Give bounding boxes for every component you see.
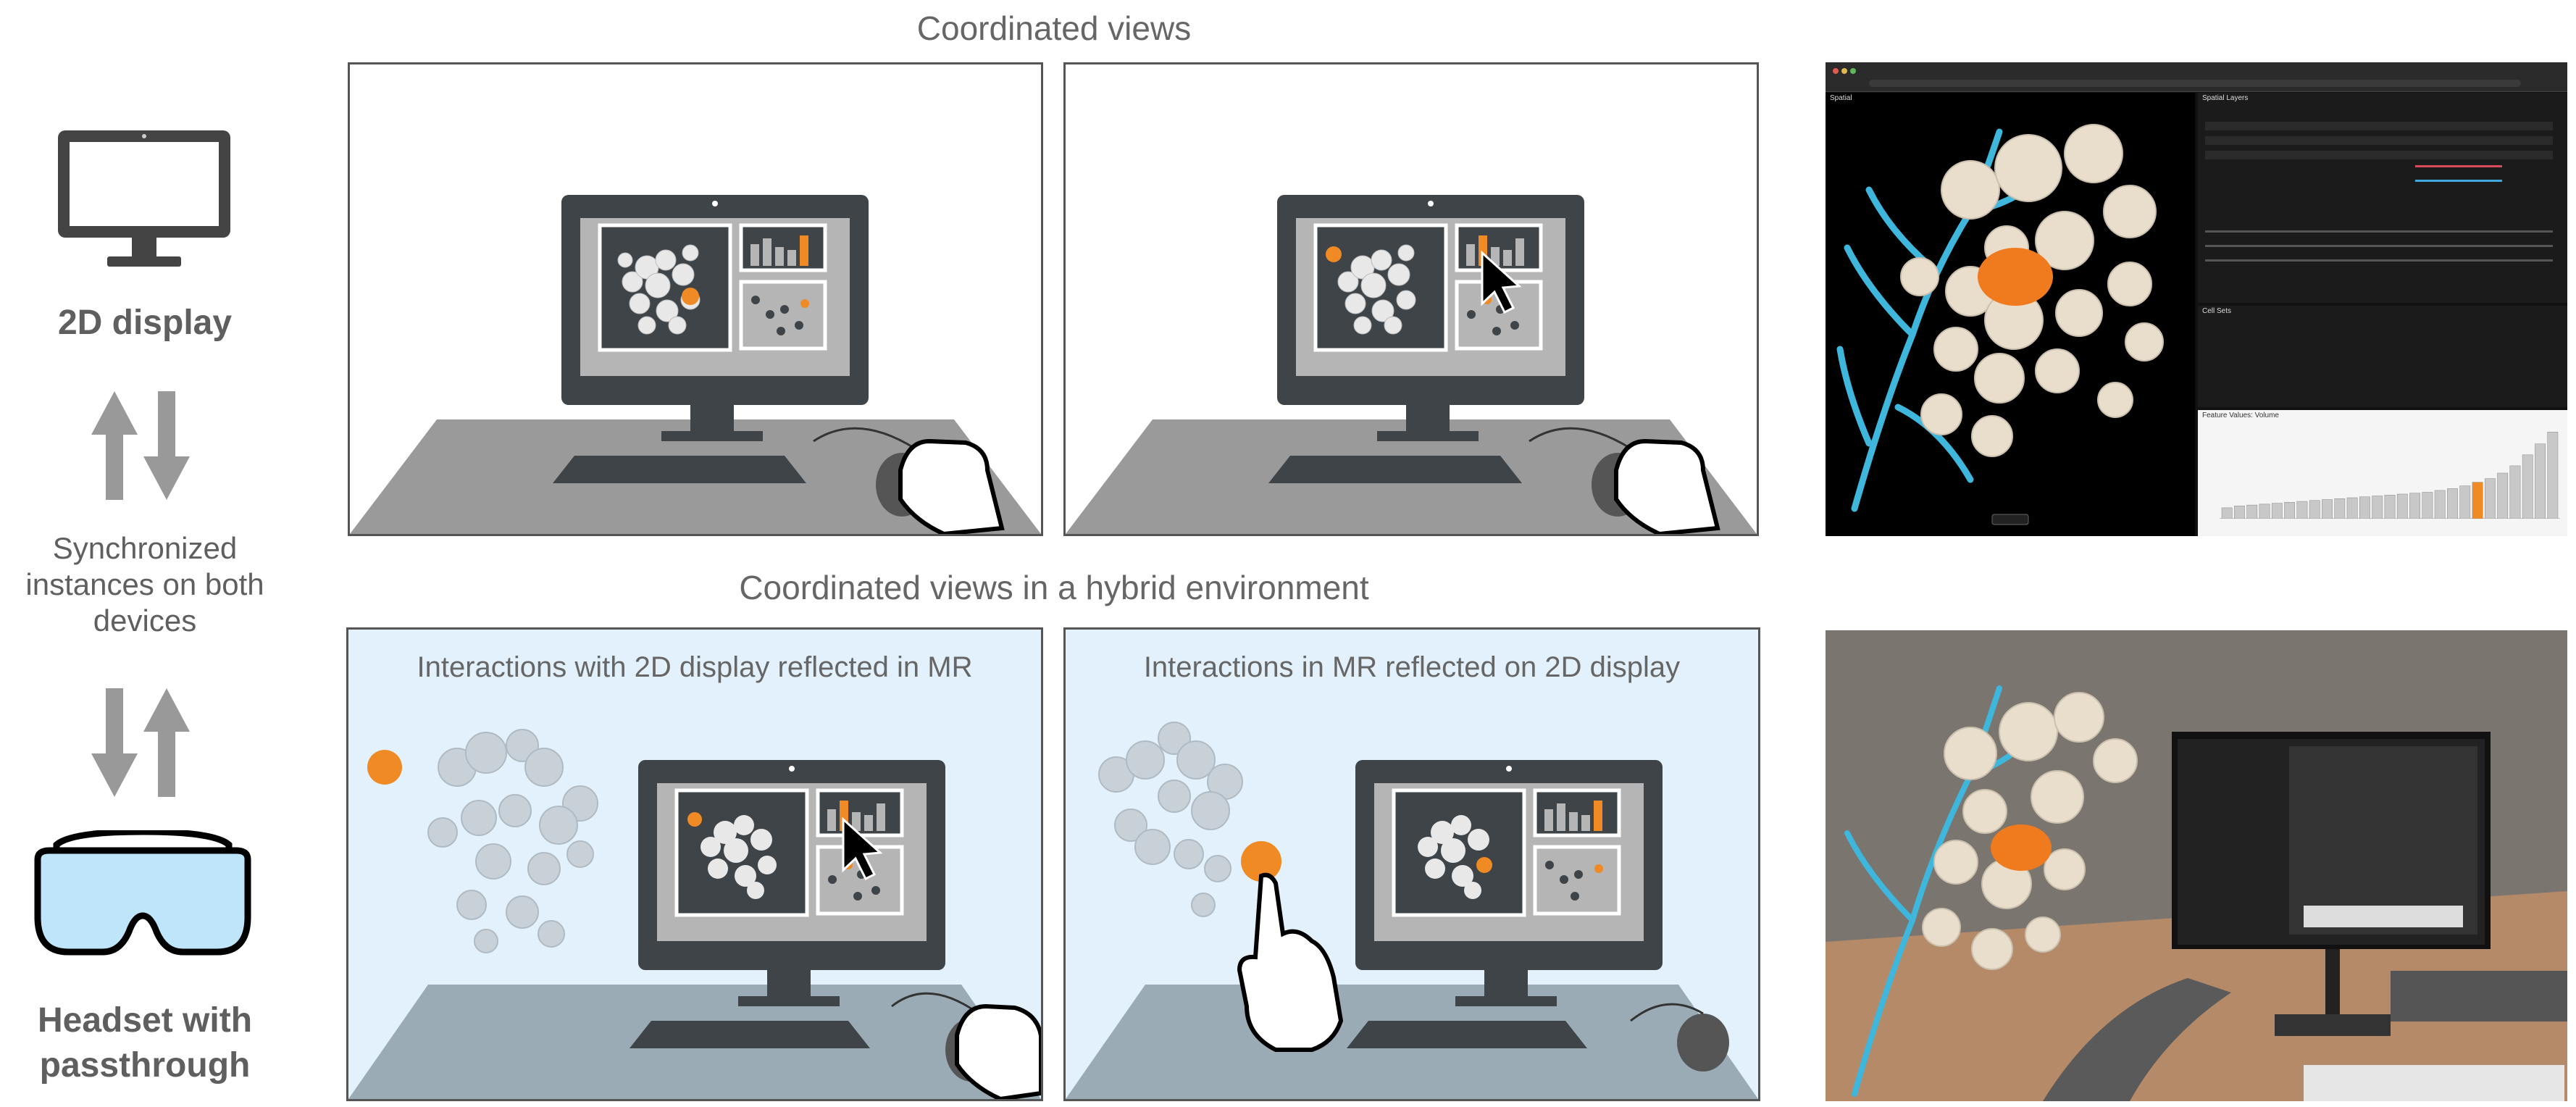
clip-row-3[interactable]: [2205, 259, 2553, 262]
feature-bar[interactable]: [2447, 488, 2458, 519]
desk-scene-2: [1066, 195, 1757, 534]
browser-bar: [1826, 62, 2567, 92]
mr-photo-render: [1826, 630, 2567, 1101]
feature-bar[interactable]: [2309, 500, 2320, 519]
feature-bar[interactable]: [2346, 497, 2358, 519]
clip-row-2[interactable]: [2205, 245, 2553, 247]
clip-row-1[interactable]: [2205, 230, 2553, 233]
feature-bar[interactable]: [2497, 472, 2509, 519]
panel-coordinated-2: [1063, 62, 1759, 536]
desk-scene: [350, 195, 1041, 534]
mr-photo: [1826, 630, 2567, 1101]
address-bar[interactable]: [1869, 80, 2521, 87]
layer-row-2[interactable]: [2205, 136, 2553, 145]
spatial-render: [1836, 124, 2164, 525]
feature-bar-chart: [2220, 432, 2560, 519]
window-dot-yellow: [1841, 68, 1847, 74]
app-screenshot: Spatial Spatial Layers: [1826, 62, 2567, 536]
sync-label: Synchronized instances on both devices: [0, 530, 290, 639]
hybrid-scene-2: [1066, 722, 1758, 1099]
feature-bar[interactable]: [2246, 504, 2258, 519]
feature-bar[interactable]: [2472, 482, 2483, 519]
layers-panel: Spatial Layers: [2198, 93, 2567, 303]
sync-arrows-icon-2: [91, 688, 190, 797]
slider-red[interactable]: [2415, 165, 2502, 167]
feature-bar[interactable]: [2384, 494, 2396, 519]
feature-bar[interactable]: [2322, 499, 2333, 519]
feature-bar[interactable]: [2271, 503, 2283, 519]
layer-row-3[interactable]: [2205, 151, 2553, 159]
feature-bar[interactable]: [2422, 492, 2433, 519]
panel-hybrid-1-caption: Interactions with 2D display reflected i…: [417, 651, 973, 683]
headset-label-line-1: Headset with: [37, 1001, 253, 1040]
feature-values-panel: Feature Values: Volume: [2198, 410, 2567, 536]
top-section-title: Coordinated views: [916, 9, 1192, 47]
feature-values-title: Feature Values: Volume: [2202, 412, 2279, 419]
headset-label: Headset with passthrough: [0, 998, 290, 1088]
sync-label-line-2: instances on both: [25, 567, 264, 601]
feature-bar[interactable]: [2535, 443, 2546, 519]
left-column: 2D display Synchronized instances on bot…: [0, 0, 290, 1107]
feature-bar[interactable]: [2284, 502, 2296, 519]
headset-icon: [34, 830, 251, 956]
cell-sets-panel: Cell Sets: [2198, 306, 2567, 407]
feature-bar[interactable]: [2372, 496, 2383, 519]
feature-bar[interactable]: [2484, 478, 2496, 519]
window-dot-green: [1850, 68, 1856, 74]
layers-title: Spatial Layers: [2202, 94, 2249, 102]
slider-blue[interactable]: [2415, 180, 2502, 182]
panel-hybrid-2-caption: Interactions in MR reflected on 2D displ…: [1143, 651, 1681, 683]
spatial-title: Spatial: [1830, 94, 1852, 102]
feature-bar[interactable]: [2259, 504, 2270, 519]
feature-bar[interactable]: [2334, 498, 2346, 519]
hybrid-scene-1: [348, 729, 1041, 1099]
feature-bar[interactable]: [2296, 501, 2308, 519]
feature-bar[interactable]: [2547, 432, 2559, 519]
feature-bar[interactable]: [2359, 496, 2370, 519]
feature-bar[interactable]: [2509, 465, 2521, 519]
panel-hybrid-1: Interactions with 2D display reflected i…: [346, 627, 1043, 1101]
window-dot-red: [1833, 68, 1839, 74]
monitor-icon: [58, 130, 230, 267]
spatial-view[interactable]: Spatial: [1826, 93, 2195, 536]
sync-arrows-icon: [91, 391, 190, 500]
layer-row-1[interactable]: [2205, 122, 2553, 130]
cell-sets-title: Cell Sets: [2202, 307, 2232, 315]
feature-bar[interactable]: [2434, 490, 2446, 519]
panel-hybrid-2: Interactions in MR reflected on 2D displ…: [1063, 627, 1760, 1101]
feature-bar[interactable]: [2221, 507, 2233, 519]
bottom-section-title: Coordinated views in a hybrid environmen…: [739, 569, 1369, 606]
panel-coordinated-1: [348, 62, 1043, 536]
feature-bar[interactable]: [2234, 506, 2245, 519]
display-label: 2D display: [57, 304, 233, 342]
sync-label-line-1: Synchronized: [52, 531, 238, 565]
feature-bar[interactable]: [2409, 493, 2420, 519]
sync-label-line-3: devices: [93, 603, 197, 638]
headset-label-line-2: passthrough: [39, 1046, 251, 1085]
feature-bar[interactable]: [2522, 454, 2533, 519]
feature-bar[interactable]: [2459, 485, 2471, 519]
feature-bar[interactable]: [2396, 493, 2408, 519]
